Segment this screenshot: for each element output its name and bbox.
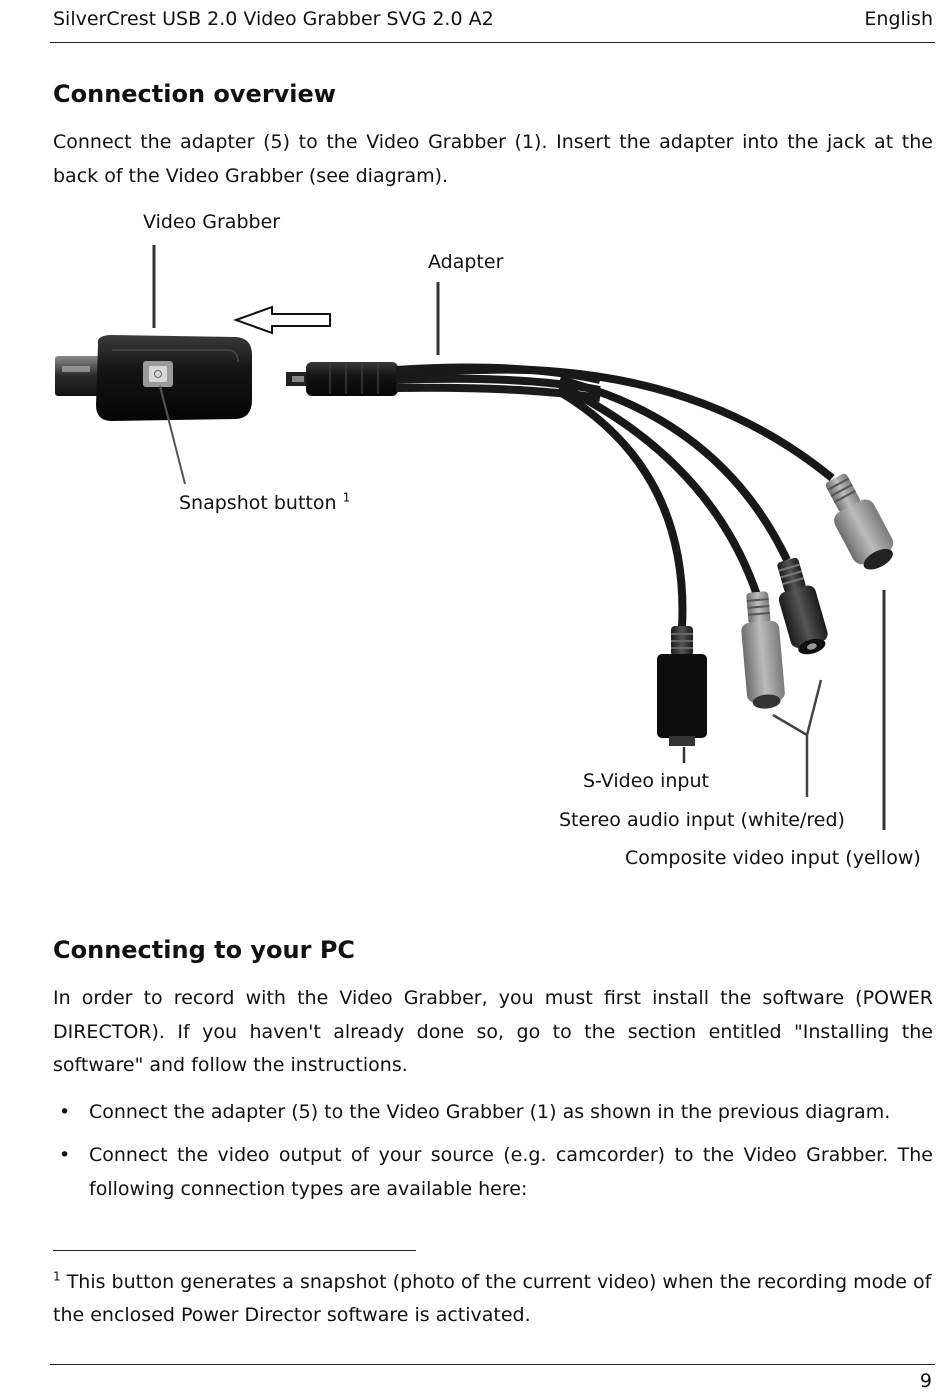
composite-cable bbox=[395, 365, 835, 482]
audio-red-cable bbox=[559, 376, 791, 562]
header-divider bbox=[50, 42, 935, 43]
svideo-connector bbox=[657, 626, 707, 746]
audio-white-cable bbox=[558, 382, 762, 600]
grabber-body bbox=[96, 335, 252, 421]
footnote-marker: 1 bbox=[53, 1269, 61, 1284]
label-composite-video-input: Composite video input (yellow) bbox=[625, 847, 921, 869]
snapshot-leader-line bbox=[159, 385, 186, 485]
section-heading-connection-overview: Connection overview bbox=[53, 80, 336, 108]
section-heading-connecting-to-pc: Connecting to your PC bbox=[53, 936, 356, 964]
usb-plug bbox=[55, 356, 101, 396]
composite-connector bbox=[825, 473, 894, 570]
page-number: 9 bbox=[919, 1370, 932, 1392]
connection-overview-paragraph: Connect the adapter (5) to the Video Gra… bbox=[53, 131, 933, 187]
footnote-ref: 1 bbox=[342, 490, 351, 505]
language-label: English bbox=[864, 8, 933, 30]
stereo-audio-leader-bracket bbox=[772, 713, 809, 797]
svideo-cable bbox=[557, 388, 687, 629]
footer-divider bbox=[50, 1364, 935, 1365]
adapter-cable bbox=[286, 362, 835, 629]
insert-direction-arrow-icon bbox=[233, 305, 331, 335]
label-adapter: Adapter bbox=[428, 251, 504, 273]
bullet-icon: • bbox=[59, 1144, 71, 1166]
label-stereo-audio-input: Stereo audio input (white/red) bbox=[559, 809, 845, 831]
list-item: • Connect the adapter (5) to the Video G… bbox=[53, 1096, 933, 1130]
label-svideo-input: S-Video input bbox=[583, 770, 709, 792]
connection-diagram bbox=[55, 245, 894, 830]
list-item: • Connect the video output of your sourc… bbox=[53, 1139, 933, 1206]
footnote-divider bbox=[53, 1250, 416, 1251]
bullet-icon: • bbox=[59, 1101, 71, 1123]
video-grabber-device bbox=[55, 335, 252, 421]
audio-red-connector bbox=[777, 557, 828, 655]
footnote: 1 This button generates a snapshot (phot… bbox=[53, 1269, 932, 1326]
label-video-grabber: Video Grabber bbox=[143, 211, 281, 233]
connecting-paragraph: In order to record with the Video Grabbe… bbox=[53, 987, 933, 1076]
label-snapshot-button: Snapshot button 1 bbox=[179, 490, 351, 514]
document-title: SilverCrest USB 2.0 Video Grabber SVG 2.… bbox=[53, 8, 494, 30]
audio-white-connector bbox=[741, 591, 785, 709]
